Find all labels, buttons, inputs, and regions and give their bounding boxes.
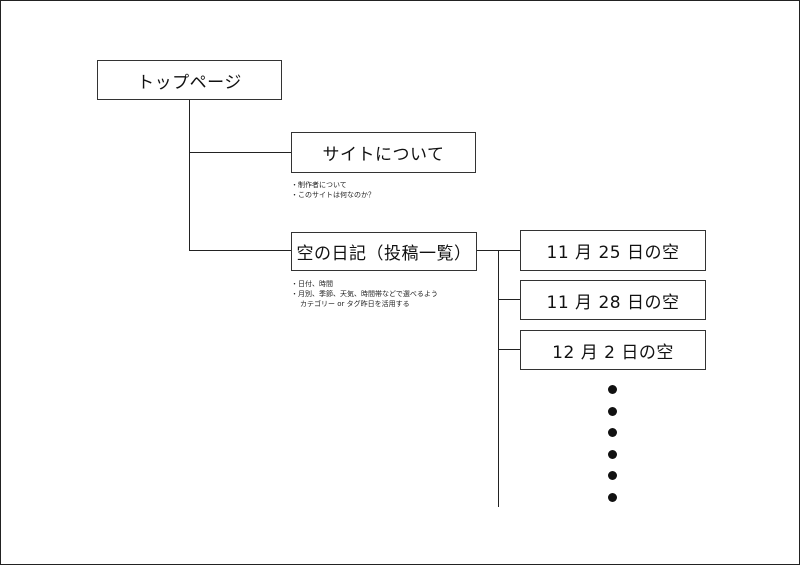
connector-to-post-1 — [498, 250, 520, 251]
continuation-dot — [608, 385, 617, 394]
notes-about: ・制作者について ・このサイトは何なのか？ — [291, 180, 375, 200]
node-post-nov-28: 11 月 28 日の空 — [520, 280, 706, 320]
note-diary-2: ・月別、季節、天気、時間帯などで選べるよう — [291, 290, 438, 298]
continuation-dot — [608, 428, 617, 437]
note-about-2: ・このサイトは何なのか？ — [291, 191, 375, 199]
connector-to-diary — [189, 250, 291, 251]
continuation-dot — [608, 450, 617, 459]
continuation-dot — [608, 471, 617, 480]
connector-to-post-2 — [498, 299, 520, 300]
note-diary-1: ・日付、時間 — [291, 280, 333, 288]
node-post-nov-25: 11 月 25 日の空 — [520, 230, 706, 271]
connector-top-trunk — [189, 100, 190, 250]
note-about-1: ・制作者について — [291, 181, 347, 189]
connector-posts-trunk — [498, 250, 499, 507]
node-top-page: トップページ — [97, 60, 282, 100]
node-sky-diary: 空の日記（投稿一覧） — [291, 232, 477, 271]
notes-diary: ・日付、時間 ・月別、季節、天気、時間帯などで選べるよう カテゴリー or タグ… — [291, 279, 438, 309]
connector-diary-out — [477, 250, 498, 251]
note-diary-3: カテゴリー or タグ昨日を活用する — [300, 300, 410, 308]
continuation-dot — [608, 493, 617, 502]
continuation-dot — [608, 407, 617, 416]
connector-to-about — [189, 152, 291, 153]
connector-to-post-3 — [498, 349, 520, 350]
node-post-dec-2: 12 月 2 日の空 — [520, 330, 706, 370]
node-about-site: サイトについて — [291, 132, 476, 173]
